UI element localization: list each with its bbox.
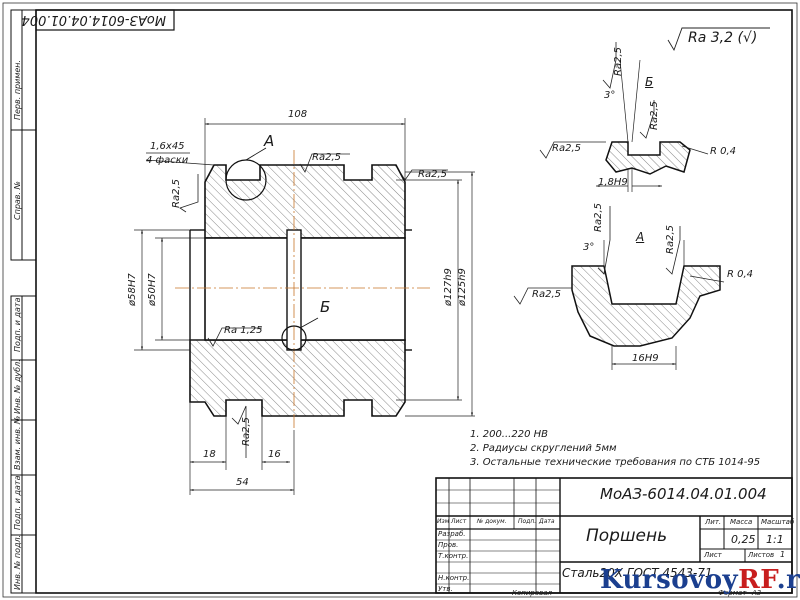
detail-b-section — [605, 141, 691, 175]
detail-a-angle: 3° — [583, 242, 595, 253]
tb-utv: Утв. — [438, 585, 453, 593]
detail-circle-b — [281, 325, 307, 351]
tb-scale: 1:1 — [766, 533, 784, 546]
dim-chamfer-count: 4 фаски — [146, 155, 189, 166]
detail-b-ra-left: Ra2,5 — [552, 143, 581, 154]
dim-w16: 16 — [268, 449, 281, 460]
detail-a — [513, 206, 725, 370]
dim-chamfer: 1,6х45 — [150, 141, 185, 152]
dim-d125: ø125h9 — [457, 268, 468, 306]
upper-wall — [204, 164, 406, 239]
side-label-inv-podl: Инв. № подл. — [13, 534, 22, 590]
detail-b-width: 1,8H9 — [598, 177, 628, 188]
tb-razrab: Разраб. — [438, 530, 466, 538]
bore — [204, 237, 406, 341]
note-2: 2. Радиусы скруглений 5мм — [470, 443, 617, 454]
watermark-part3: .ru — [776, 565, 800, 595]
tb-col-doc: № докум. — [477, 518, 507, 525]
detail-b-title: Б — [645, 75, 654, 89]
tb-material: Сталь20Х ГОСТ 4543-71 — [562, 566, 713, 580]
tb-tkontr: Т.контр. — [438, 552, 469, 560]
tb-format: А3 — [752, 589, 762, 597]
roughness-bore: Ra 1,25 — [224, 325, 263, 336]
tb-col-sign: Подп. — [518, 518, 537, 525]
tb-sheet-label: Лист — [704, 551, 722, 559]
detail-a-ra-top-left: Ra2,5 — [593, 203, 604, 232]
roughness-bottom: Ra2,5 — [241, 417, 252, 446]
tb-mass-label: Масса — [730, 518, 753, 526]
dim-d127: ø127h9 — [443, 268, 454, 306]
watermark-part2: RF — [738, 565, 777, 595]
detail-b-angle: 3° — [604, 90, 616, 101]
side-label-vzam: Взам. инв. № — [13, 415, 22, 470]
note-1: 1. 200...220 HB — [470, 429, 548, 440]
tb-nkontr: Н.контр. — [438, 574, 470, 582]
tb-prov: Пров. — [438, 541, 459, 549]
watermark-part1: Kursovoy — [600, 565, 739, 595]
side-label-perv: Перв. примен. — [13, 59, 22, 120]
tb-kopiroval: Копировал — [512, 589, 552, 597]
tb-lit-label: Лит. — [705, 518, 722, 526]
detail-a-ra-top-right: Ra2,5 — [665, 225, 676, 254]
watermark: KursovoyRF.ru — [600, 565, 800, 595]
roughness-left: Ra2,5 — [171, 179, 182, 208]
detail-a-section — [571, 265, 721, 347]
detail-a-title: А — [636, 230, 645, 244]
dim-w18: 18 — [203, 449, 216, 460]
dim-d50: ø50H7 — [147, 273, 158, 306]
detail-b-ra-mid: Ra2,5 — [649, 101, 660, 130]
roughness-top: Ra2,5 — [312, 152, 341, 163]
tb-col-list: Лист — [451, 518, 467, 525]
roughness-right: Ra2,5 — [418, 169, 447, 180]
callout-b: Б — [320, 298, 331, 316]
left-side-column — [10, 9, 37, 594]
detail-a-ra-left: Ra2,5 — [532, 289, 561, 300]
tb-col-date: Дата — [539, 518, 555, 525]
side-label-podp1: Подп. и дата — [13, 297, 22, 353]
rotated-code-stamp: МоАЗ-6014.04.01.004 — [21, 12, 166, 27]
lower-wall — [189, 339, 406, 417]
detail-b-radius: R 0,4 — [710, 146, 737, 157]
detail-b-ra-top: Ra2,5 — [613, 47, 624, 76]
tb-part-name: Поршень — [586, 526, 668, 546]
title-block-lines — [435, 477, 793, 594]
dim-d58: ø58H7 — [127, 273, 138, 306]
tb-format-label: Формат — [718, 589, 747, 597]
global-roughness-label: Ra 3,2 (√) — [688, 30, 758, 46]
detail-a-width: 16H9 — [632, 353, 659, 364]
note-3: 3. Остальные технические требования по С… — [470, 457, 761, 468]
detail-a-radius: R 0,4 — [727, 269, 754, 280]
tb-col-izm: Изм — [437, 518, 450, 525]
callout-a: А — [264, 132, 275, 150]
tb-sheets: 1 — [780, 550, 786, 559]
side-label-podp2: Подп. и дата — [13, 475, 22, 531]
dim-overall: 108 — [288, 109, 308, 120]
side-label-inv-dubl: Инв. № дубл. — [13, 359, 22, 414]
tb-mass: 0,25 — [731, 533, 756, 546]
tb-scale-label: Масштаб — [761, 518, 795, 526]
side-label-sprav: Справ. № — [13, 181, 22, 220]
dim-w54: 54 — [236, 477, 249, 488]
detail-b — [539, 42, 709, 192]
global-roughness-symbol — [667, 27, 770, 52]
main-view — [134, 118, 475, 495]
tb-designation: МоАЗ-6014.04.01.004 — [600, 485, 767, 503]
tb-sheets-label: Листов — [748, 551, 775, 559]
